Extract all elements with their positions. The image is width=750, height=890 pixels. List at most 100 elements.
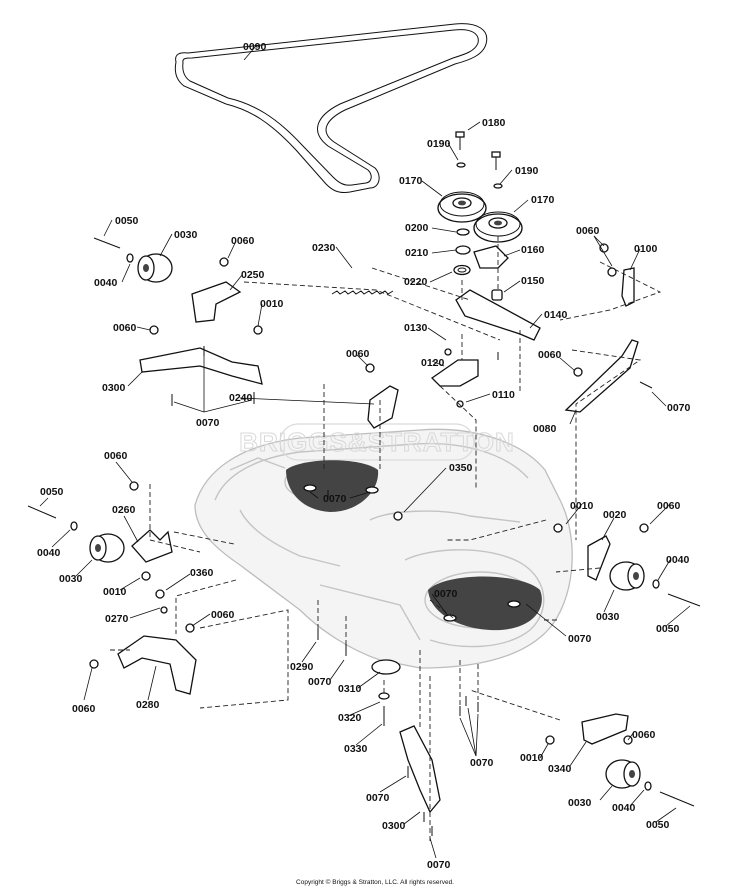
- callout-label: 0010: [570, 500, 594, 512]
- brand-watermark: BRIGGS&STRATTON: [239, 423, 514, 461]
- callout-label: 0010: [103, 586, 127, 598]
- spacers-washers: [453, 228, 471, 276]
- pulley-bolts: [455, 131, 503, 189]
- callout-label: 0010: [260, 298, 284, 310]
- idler-bracket: [473, 245, 509, 269]
- watermark-text: BRIGGS&STRATTON: [239, 427, 514, 457]
- callout-label: 0190: [427, 138, 451, 150]
- callout-label: 0340: [548, 763, 572, 775]
- callout-label: 0060: [657, 500, 681, 512]
- callout-label: 0070: [323, 493, 347, 505]
- callout-label: 0180: [482, 117, 506, 129]
- callout-label: 0050: [656, 623, 680, 635]
- wheel-bracket-0250: [191, 281, 242, 323]
- callout-label: 0060: [211, 609, 235, 621]
- callout-label: 0200: [405, 222, 429, 234]
- callout-label: 0210: [405, 247, 429, 259]
- callout-label: 0060: [538, 349, 562, 361]
- callout-label: 0330: [344, 743, 368, 755]
- hanger-bracket-0240: [367, 385, 399, 429]
- callout-label: 0030: [596, 611, 620, 623]
- callout-label: 0040: [94, 277, 118, 289]
- baffle-bottom: [399, 725, 441, 814]
- callout-label: 0040: [666, 554, 690, 566]
- mower-deck-housing: [194, 428, 573, 669]
- callout-label: 0020: [603, 509, 627, 521]
- callout-label: 0110: [492, 389, 515, 401]
- pivot-spacer: [491, 289, 503, 301]
- callout-label: 0100: [634, 243, 658, 255]
- assembly-lines: [110, 236, 662, 842]
- callout-label: 0060: [632, 729, 656, 741]
- callout-label: 0050: [115, 215, 139, 227]
- callout-label: 0070: [667, 402, 691, 414]
- callout-label: 0230: [312, 242, 336, 254]
- callout-label: 0260: [112, 504, 136, 516]
- callout-label: 0050: [40, 486, 64, 498]
- wheel-bracket-0340: [581, 713, 629, 745]
- axle-bolts: [27, 237, 701, 807]
- callout-label: 0070: [470, 757, 494, 769]
- callout-label: 0040: [612, 802, 636, 814]
- callout-leaders: [39, 45, 691, 859]
- gauge-wheel-bottom-right: [605, 759, 641, 789]
- copyright-notice: Copyright © Briggs & Stratton, LLC. All …: [296, 879, 454, 886]
- anti-scalp-pad-left: [286, 460, 379, 512]
- callout-label: 0060: [231, 235, 255, 247]
- belt-part: [174, 23, 488, 193]
- callout-label: 0300: [382, 820, 406, 832]
- callout-label: 0310: [338, 683, 362, 695]
- callout-label: 0320: [338, 712, 362, 724]
- idler-arm: [455, 289, 541, 341]
- callout-label: 0010: [520, 752, 544, 764]
- callout-label: 0280: [136, 699, 160, 711]
- wheel-bracket-0020: [587, 535, 611, 581]
- callout-label: 0350: [449, 462, 473, 474]
- callout-label: 0060: [346, 348, 370, 360]
- callout-label: 0070: [196, 417, 220, 429]
- front-hanger-bracket: [564, 339, 639, 413]
- callout-label: 0170: [399, 175, 423, 187]
- callout-label: 0030: [174, 229, 198, 241]
- gauge-wheel-mid-right: [609, 561, 645, 591]
- axle-washers: [70, 253, 660, 791]
- callout-label: 0060: [576, 225, 600, 237]
- callout-label: 0070: [366, 792, 390, 804]
- gauge-wheel-top-left: [137, 253, 173, 283]
- callout-label: 0070: [568, 633, 592, 645]
- deck-plate-0310: [371, 659, 401, 675]
- callout-label: 0030: [59, 573, 83, 585]
- callout-label: 0250: [241, 269, 265, 281]
- callout-label: 0240: [229, 392, 253, 404]
- callout-label: 0160: [521, 244, 545, 256]
- callout-label: 0080: [533, 423, 557, 435]
- callout-label: 0300: [102, 382, 126, 394]
- callout-label: 0170: [531, 194, 555, 206]
- idler-pulley-right: [473, 211, 523, 243]
- gauge-wheel-mid-left: [89, 533, 125, 563]
- callout-label: 0140: [544, 309, 568, 321]
- baffle-left: [139, 347, 263, 385]
- callout-label: 0190: [515, 165, 539, 177]
- callout-label: 0060: [72, 703, 96, 715]
- callout-label: 0030: [568, 797, 592, 809]
- callout-label: 0060: [104, 450, 128, 462]
- callout-label: 0150: [521, 275, 545, 287]
- callout-label: 0070: [308, 676, 332, 688]
- callout-label: 0070: [434, 588, 458, 600]
- callout-label: 0090: [243, 41, 267, 53]
- callout-labels: 0090 0180 0190 0190 0170 0170 0050 0030 …: [37, 41, 691, 871]
- idler-pulley-left: [437, 191, 487, 223]
- anti-scalp-pad-right: [428, 576, 542, 631]
- callout-label: 0060: [113, 322, 137, 334]
- callout-label: 0050: [646, 819, 670, 831]
- callout-label: 0120: [421, 357, 445, 369]
- mulch-cover-0280: [117, 635, 197, 695]
- callout-label: 0360: [190, 567, 214, 579]
- callout-label: 0130: [404, 322, 428, 334]
- callout-label: 0270: [105, 613, 129, 625]
- callout-label: 0290: [290, 661, 314, 673]
- callout-label: 0220: [404, 276, 428, 288]
- callout-label: 0040: [37, 547, 61, 559]
